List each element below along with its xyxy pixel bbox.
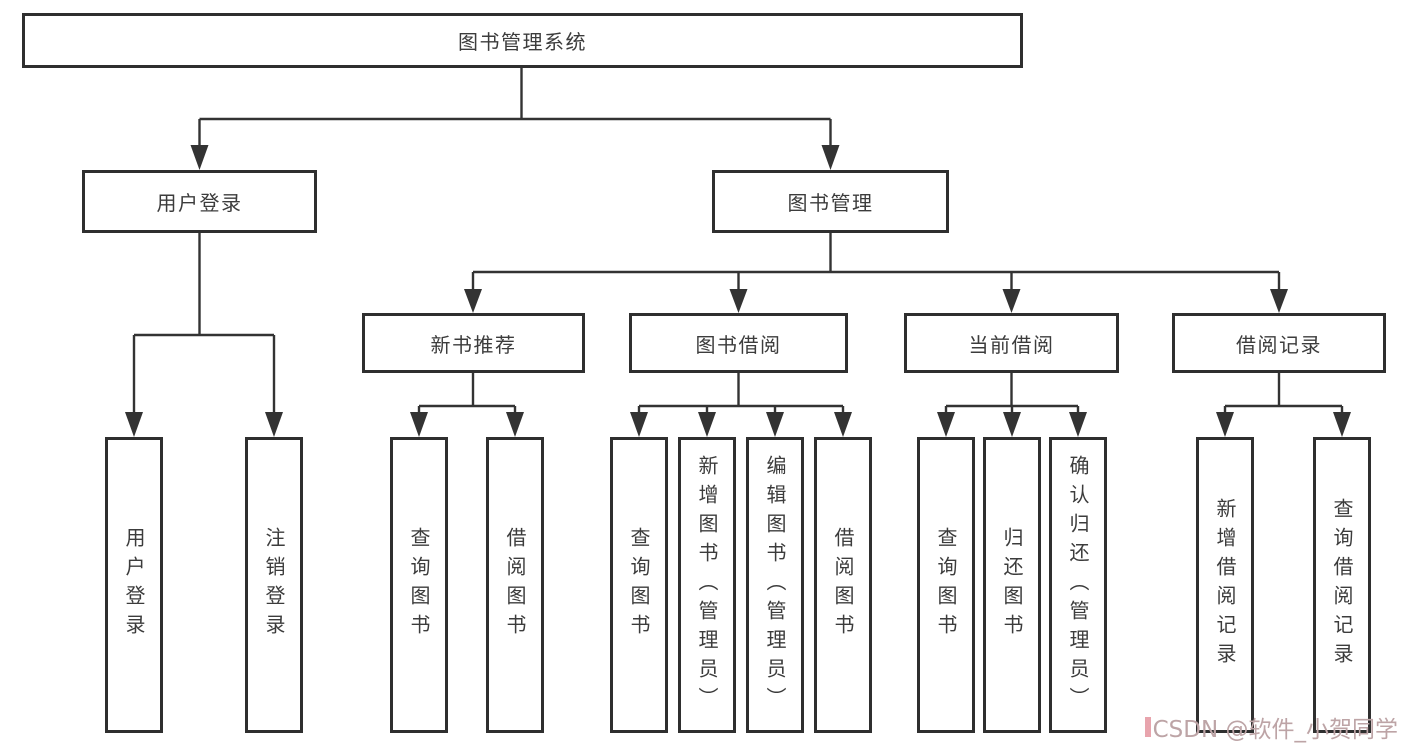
leaf-confirm-return-admin: 确认归还（管理员） — [1049, 437, 1107, 733]
node-book-management: 图书管理 — [712, 170, 949, 233]
arrow-down-icon — [1333, 412, 1351, 437]
leaf-return-books: 归还图书 — [983, 437, 1041, 733]
node-label: 借阅记录 — [1236, 332, 1322, 357]
arrow-down-icon — [834, 412, 852, 437]
node-label: 用户登录 — [156, 191, 243, 215]
leaf-add-borrow-record: 新增借阅记录 — [1196, 437, 1254, 733]
arrow-down-icon — [190, 145, 209, 170]
node-book-borrowing: 图书借阅 — [629, 313, 848, 373]
leaf-label: 查询借阅记录 — [1330, 498, 1354, 672]
arrow-down-icon — [464, 289, 482, 313]
leaf-label: 用户登录 — [122, 527, 146, 643]
arrow-down-icon — [1002, 289, 1021, 313]
arrow-down-icon — [1216, 412, 1234, 437]
leaf-label: 注销登录 — [262, 527, 286, 643]
watermark: CSDN @软件_小贺同学 — [1144, 710, 1398, 744]
leaf-label: 归还图书 — [1000, 527, 1024, 643]
arrow-down-icon — [1069, 412, 1087, 437]
node-new-book-recommend: 新书推荐 — [362, 313, 585, 373]
arrow-down-icon — [698, 412, 716, 437]
leaf-label: 查询图书 — [627, 527, 651, 643]
leaf-label: 借阅图书 — [503, 527, 527, 643]
leaf-query-books-borrowing: 查询图书 — [610, 437, 668, 733]
leaf-query-borrow-record: 查询借阅记录 — [1313, 437, 1371, 733]
arrow-down-icon — [821, 145, 840, 170]
watermark-text: CSDN @软件_小贺同学 — [1152, 717, 1398, 743]
leaf-label: 编辑图书（管理员） — [763, 454, 787, 716]
node-label: 图书借阅 — [695, 332, 782, 357]
node-current-borrowing: 当前借阅 — [904, 313, 1119, 373]
leaf-label: 新增图书（管理员） — [695, 454, 719, 716]
leaf-add-book-admin: 新增图书（管理员） — [678, 437, 736, 733]
leaf-borrow-books-recommend: 借阅图书 — [486, 437, 544, 733]
leaf-user-login: 用户登录 — [105, 437, 163, 733]
leaf-query-books-current: 查询图书 — [917, 437, 975, 733]
leaf-label: 查询图书 — [934, 527, 958, 643]
leaf-label: 确认归还（管理员） — [1066, 454, 1090, 716]
arrow-down-icon — [1003, 412, 1021, 437]
leaf-label: 借阅图书 — [831, 527, 855, 643]
leaf-edit-book-admin: 编辑图书（管理员） — [746, 437, 804, 733]
node-label: 当前借阅 — [968, 332, 1055, 357]
tree-connector-path — [132, 68, 1344, 414]
node-library-system: 图书管理系统 — [22, 13, 1023, 68]
arrow-down-icon — [766, 412, 784, 437]
arrow-down-icon — [506, 412, 524, 437]
leaf-borrow-books: 借阅图书 — [814, 437, 872, 733]
leaf-label: 新增借阅记录 — [1213, 498, 1237, 672]
arrow-down-icon — [937, 412, 955, 437]
leaf-label: 查询图书 — [407, 527, 431, 643]
node-label: 图书管理 — [787, 191, 874, 215]
node-label: 新书推荐 — [430, 332, 517, 357]
node-label: 图书管理系统 — [458, 30, 587, 54]
leaf-logout-login: 注销登录 — [245, 437, 303, 733]
arrow-down-icon — [265, 412, 283, 437]
arrow-down-icon — [729, 289, 748, 313]
arrow-down-icon — [1270, 289, 1288, 313]
watermark-accent-bar — [1144, 717, 1151, 737]
arrow-down-icon — [410, 412, 428, 437]
node-borrow-records: 借阅记录 — [1172, 313, 1386, 373]
node-user-login: 用户登录 — [82, 170, 317, 233]
arrow-down-icon — [125, 412, 143, 437]
arrow-down-icon — [630, 412, 648, 437]
arrowheads — [125, 145, 1351, 437]
leaf-query-books-recommend: 查询图书 — [390, 437, 448, 733]
